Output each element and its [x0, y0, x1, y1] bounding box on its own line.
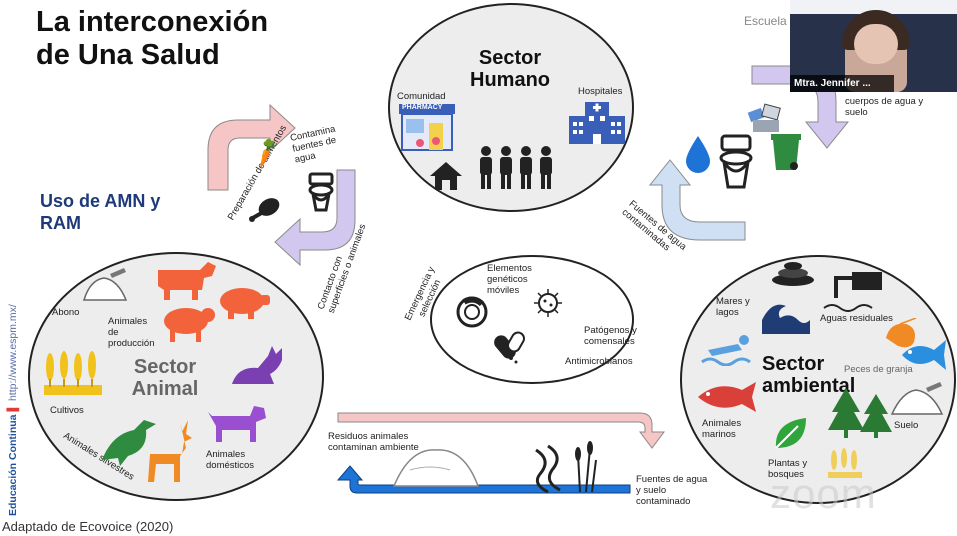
- zoom-watermark: zoom: [770, 470, 877, 517]
- label-aguas: Aguas residuales: [820, 313, 893, 324]
- wheat-icon: [44, 351, 102, 395]
- dog-icon: [208, 406, 266, 442]
- pharmacy-sign: PHARMACY: [402, 104, 443, 111]
- drumstick-icon: [249, 198, 280, 222]
- soil-pile-icon: [890, 382, 944, 415]
- label-mares: Mares y lagos: [716, 296, 750, 318]
- label-plantas: Plantas y bosques: [768, 458, 808, 480]
- toilet-icon: [308, 172, 334, 212]
- wheat-icon-env: [828, 448, 862, 478]
- trash-bin-icon: [771, 134, 801, 170]
- participant-name: Mtra. Jennifer ...: [790, 75, 894, 92]
- goldfish-icon: [902, 340, 946, 370]
- label-cuerpos: cuerpos de agua y suelo: [845, 96, 924, 118]
- participant-face: [854, 24, 898, 64]
- house-icon: [430, 162, 462, 190]
- label-produccion: Animales de producción: [108, 316, 155, 349]
- pills-icon: [494, 331, 525, 364]
- label-hospitales: Hospitales: [578, 86, 623, 97]
- label-peces: Peces de granja: [844, 364, 913, 375]
- cow-icon: [158, 262, 216, 300]
- manure-pile-icon: [392, 449, 480, 487]
- sheep-icon: [164, 308, 215, 342]
- stream-reed-icon: [535, 441, 597, 494]
- label-fuentes-suelo: Fuentes de agua y suelo contaminado: [636, 474, 708, 507]
- soil-mound-icon: [772, 262, 814, 286]
- garbage-pile-icon: [747, 103, 781, 132]
- toilet-icon-right: [719, 134, 753, 189]
- pink-arrow-bottom: [337, 412, 665, 449]
- label-residuos: Residuos animales contaminan ambiente: [328, 431, 419, 453]
- sector-ambiental-title: Sector ambiental: [762, 353, 856, 397]
- pipe-icon: [823, 272, 882, 312]
- label-abono: Abono: [52, 307, 80, 318]
- hospital-icon: [569, 102, 625, 144]
- slide-title: La interconexión de Una Salud: [36, 6, 269, 71]
- video-header-banner: [790, 0, 957, 14]
- plasmid-icon: [456, 296, 488, 328]
- pig-icon: [220, 288, 270, 319]
- tree-icon: [828, 388, 892, 438]
- label-marinos: Animales marinos: [702, 418, 742, 440]
- water-drop-icon: [686, 136, 710, 173]
- leaf-icon: [775, 418, 806, 449]
- center-circle: [430, 255, 634, 384]
- manure-icon: [82, 268, 128, 301]
- pink-arrow-top: [207, 103, 296, 191]
- sector-ambiental-circle: [680, 255, 956, 504]
- deer-icon: [148, 420, 192, 482]
- people-icon: [480, 146, 552, 189]
- label-patogenos: Patógenos y comensales: [584, 325, 637, 347]
- blue-arrow-right: [648, 159, 746, 241]
- label-suelo: Suelo: [894, 420, 919, 431]
- sector-animal-title: Sector Animal: [131, 356, 199, 400]
- fish-icon: [698, 382, 756, 412]
- slide-subtitle: Uso de AMN y RAM: [40, 191, 161, 233]
- label-elementos: Elementos genéticos móviles: [487, 263, 532, 296]
- sector-humano-title: Sector Humano: [470, 47, 550, 91]
- bacteria-icon: [534, 289, 562, 317]
- pharmacy-icon: [399, 104, 455, 151]
- cat-icon: [232, 346, 282, 384]
- label-comunidad: Comunidad: [397, 91, 446, 102]
- bird-icon: [102, 420, 156, 466]
- label-domesticos: Animales domésticos: [206, 449, 255, 471]
- label-cultivos: Cultivos: [50, 405, 84, 416]
- wave-icon: [762, 304, 810, 334]
- participant-video[interactable]: Mtra. Jennifer ...: [790, 0, 957, 92]
- swimmer-icon: [701, 335, 751, 366]
- shrimp-icon: [886, 318, 917, 348]
- purple-arrow-left: [274, 169, 356, 267]
- school-label: Escuela de: [744, 14, 804, 28]
- source-caption: Adaptado de Ecovoice (2020): [2, 519, 174, 534]
- label-antimicrobianos: Antimicrobianos: [565, 356, 633, 367]
